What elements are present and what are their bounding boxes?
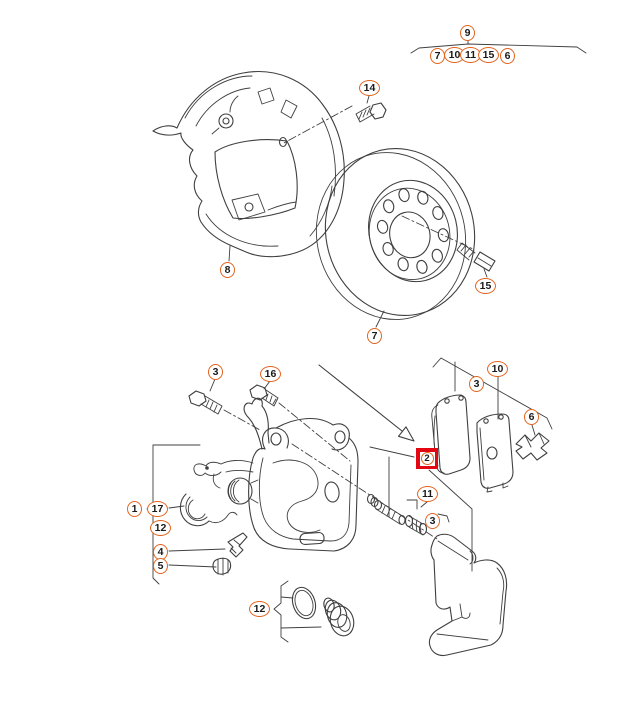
bolt-3-drawing: [188, 378, 261, 431]
callout-17[interactable]: 17: [147, 501, 168, 517]
callout-disc-7[interactable]: 7: [367, 328, 382, 344]
callout-5[interactable]: 5: [153, 558, 168, 574]
callout-11-pin[interactable]: 11: [417, 486, 438, 502]
callout-label: 16: [264, 367, 277, 380]
callout-label: 3: [473, 377, 480, 390]
callout-12-left[interactable]: 12: [150, 520, 171, 536]
backing-plate-drawing: [152, 71, 345, 262]
callout-label: 10: [448, 48, 461, 61]
callout-label: 7: [434, 49, 441, 62]
clip-6-drawing: [515, 432, 550, 461]
callout-label: 3: [212, 365, 219, 378]
callout-2-inner-box: 2: [419, 451, 435, 466]
brake-pads-drawing: [431, 394, 514, 493]
callout-label: 4: [157, 545, 164, 558]
callout-label: 12: [154, 521, 167, 534]
bolt-16-drawing: [249, 380, 351, 462]
carrier-bracket-drawing: [428, 533, 508, 657]
callout-14[interactable]: 14: [359, 80, 380, 96]
callout-1[interactable]: 1: [127, 501, 142, 517]
callout-kit-15[interactable]: 15: [478, 47, 499, 63]
callout-label: 7: [371, 329, 378, 342]
callout-label: 17: [151, 502, 164, 515]
caliper-drawing: [193, 397, 359, 552]
callout-label: 1: [131, 502, 138, 515]
callout-9[interactable]: 9: [460, 25, 475, 41]
callout-label: 15: [482, 48, 495, 61]
spring-17-drawing: [179, 493, 238, 527]
callout-label: 10: [491, 362, 504, 375]
bleeder-4-drawing: [227, 532, 248, 558]
cap-5-drawing: [212, 557, 232, 576]
bolt-14-drawing: [281, 95, 387, 145]
callout-label: 2: [420, 452, 434, 465]
callout-label: 5: [157, 559, 164, 572]
callout-kit-7[interactable]: 7: [430, 48, 445, 64]
callout-3-bushing[interactable]: 3: [425, 513, 440, 529]
callout-label: 9: [464, 26, 471, 39]
callout-label: 11: [464, 48, 477, 61]
callout-8[interactable]: 8: [220, 262, 235, 278]
callout-bolt-3[interactable]: 3: [208, 364, 223, 380]
callout-kit-11[interactable]: 11: [460, 47, 481, 63]
callout-label: 14: [363, 81, 376, 94]
callout-label: 11: [421, 487, 434, 500]
callout-6-clip[interactable]: 6: [524, 409, 539, 425]
callout-2-highlighted[interactable]: 2: [416, 448, 438, 469]
callout-label: 12: [253, 602, 266, 615]
callout-10-pads[interactable]: 10: [487, 361, 508, 377]
callout-12-bottom[interactable]: 12: [249, 601, 270, 617]
highlight-arrow: [318, 364, 415, 442]
callout-screw-15[interactable]: 15: [475, 278, 496, 294]
callout-label: 6: [528, 410, 535, 423]
guide-pin-drawing: [291, 443, 438, 540]
kit-bracket: [410, 40, 587, 54]
brake-disc-drawing: [315, 148, 476, 328]
callout-3-pads[interactable]: 3: [469, 376, 484, 392]
screw-15-drawing: [456, 242, 496, 278]
callout-label: 3: [429, 514, 436, 527]
callout-kit-6[interactable]: 6: [500, 48, 515, 64]
leader-lines: [146, 357, 553, 643]
callout-label: 15: [479, 279, 492, 292]
callout-16[interactable]: 16: [260, 366, 281, 382]
seal-kit-12-drawing: [291, 586, 355, 637]
callout-label: 6: [504, 49, 511, 62]
callout-label: 8: [224, 263, 231, 276]
